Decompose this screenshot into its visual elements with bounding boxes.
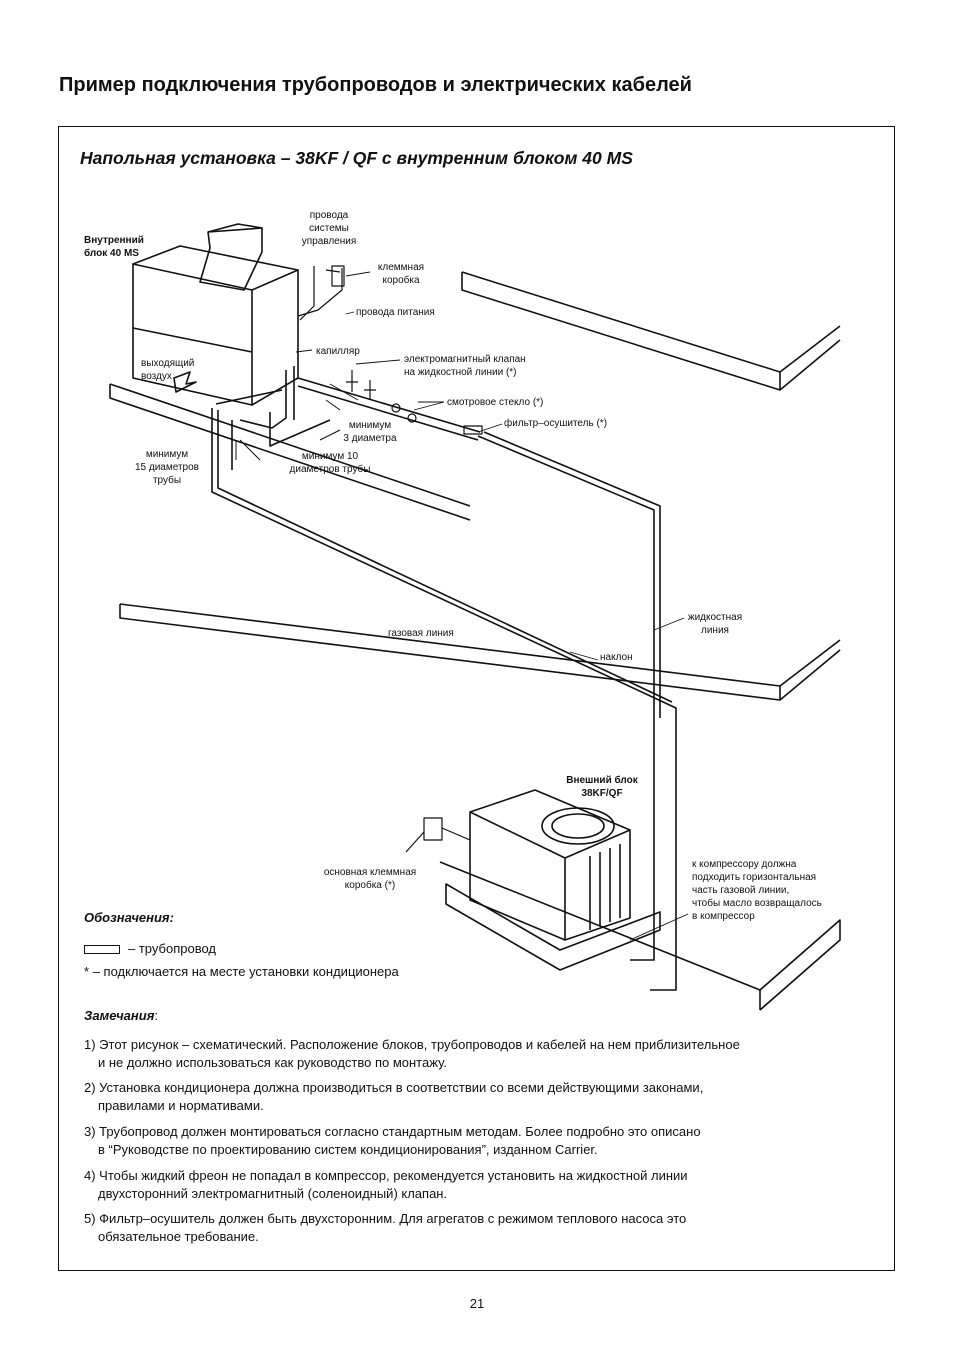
- pipe-swatch: [84, 945, 120, 955]
- legend-field-row: * – подключается на месте установки конд…: [84, 964, 399, 979]
- label-min-3-diameters: минимум 3 диаметра: [343, 420, 397, 444]
- dimension-marks: [235, 383, 359, 461]
- legend-pipe-row: – трубопровод: [84, 941, 216, 956]
- legend-pipe-text: – трубопровод: [128, 941, 216, 956]
- content-frame: [58, 126, 895, 1271]
- legend-field-text: – подключается на месте установки кондиц…: [92, 964, 399, 979]
- middle-floor-slab: [119, 603, 841, 701]
- label-liquid-line: жидкостная линия: [687, 612, 743, 636]
- piping-network: [211, 366, 677, 991]
- label-solenoid-valve: электромагнитный клапан на жидкостной ли…: [404, 354, 526, 378]
- label-control-wires: провода системы управления: [301, 210, 357, 247]
- label-sight-glass: смотровое стекло (*): [447, 397, 544, 408]
- indoor-floor: [109, 383, 471, 521]
- notes-title: Замечания:: [84, 1008, 158, 1023]
- label-gas-line: газовая линия: [388, 628, 454, 639]
- main-terminal-box-drawing: [405, 817, 471, 853]
- label-capillary: капилляр: [316, 346, 360, 357]
- label-filter-drier: фильтр–осушитель (*): [504, 418, 608, 429]
- label-main-terminal-box: основная клеммная коробка (*): [323, 867, 417, 891]
- label-min-10-diameters: минимум 10 диаметров трубы: [289, 451, 371, 475]
- note-item: 3) Трубопровод должен монтироваться согл…: [84, 1124, 701, 1157]
- label-terminal-box: клеммная коробка: [377, 262, 425, 286]
- label-power-wires: провода питания: [356, 307, 435, 318]
- note-item: 2) Установка кондиционера должна произво…: [84, 1080, 704, 1113]
- label-outdoor-unit: Внешний блок 38KF/QF: [566, 775, 638, 799]
- note-item: 4) Чтобы жидкий фреон не попадал в компр…: [84, 1168, 688, 1201]
- label-min-15-diameters: минимум 15 диаметров трубы: [134, 449, 199, 486]
- note-item: 1) Этот рисунок – схематический. Располо…: [84, 1037, 740, 1070]
- label-outlet-air: выходящий воздух: [141, 358, 195, 382]
- upper-ceiling-slab: [461, 271, 841, 391]
- section-title: Напольная установка – 38KF / QF с внутре…: [80, 148, 633, 168]
- label-indoor-unit: Внутренний блок 40 MS: [84, 235, 144, 259]
- asterisk-icon: *: [84, 964, 90, 979]
- page-number: 21: [469, 1296, 485, 1311]
- label-compressor-note: к компрессору должна подходить горизонта…: [692, 859, 822, 922]
- label-slope: наклон: [600, 652, 633, 663]
- outdoor-unit-drawing: [445, 789, 661, 971]
- legend-title: Обозначения:: [84, 910, 174, 925]
- control-wiring: [297, 265, 345, 321]
- page-title: Пример подключения трубопроводов и элект…: [59, 74, 692, 96]
- pipe-fittings: [346, 370, 483, 435]
- leader-lines: [295, 271, 689, 941]
- note-item: 5) Фильтр–осушитель должен быть двухстор…: [84, 1211, 687, 1244]
